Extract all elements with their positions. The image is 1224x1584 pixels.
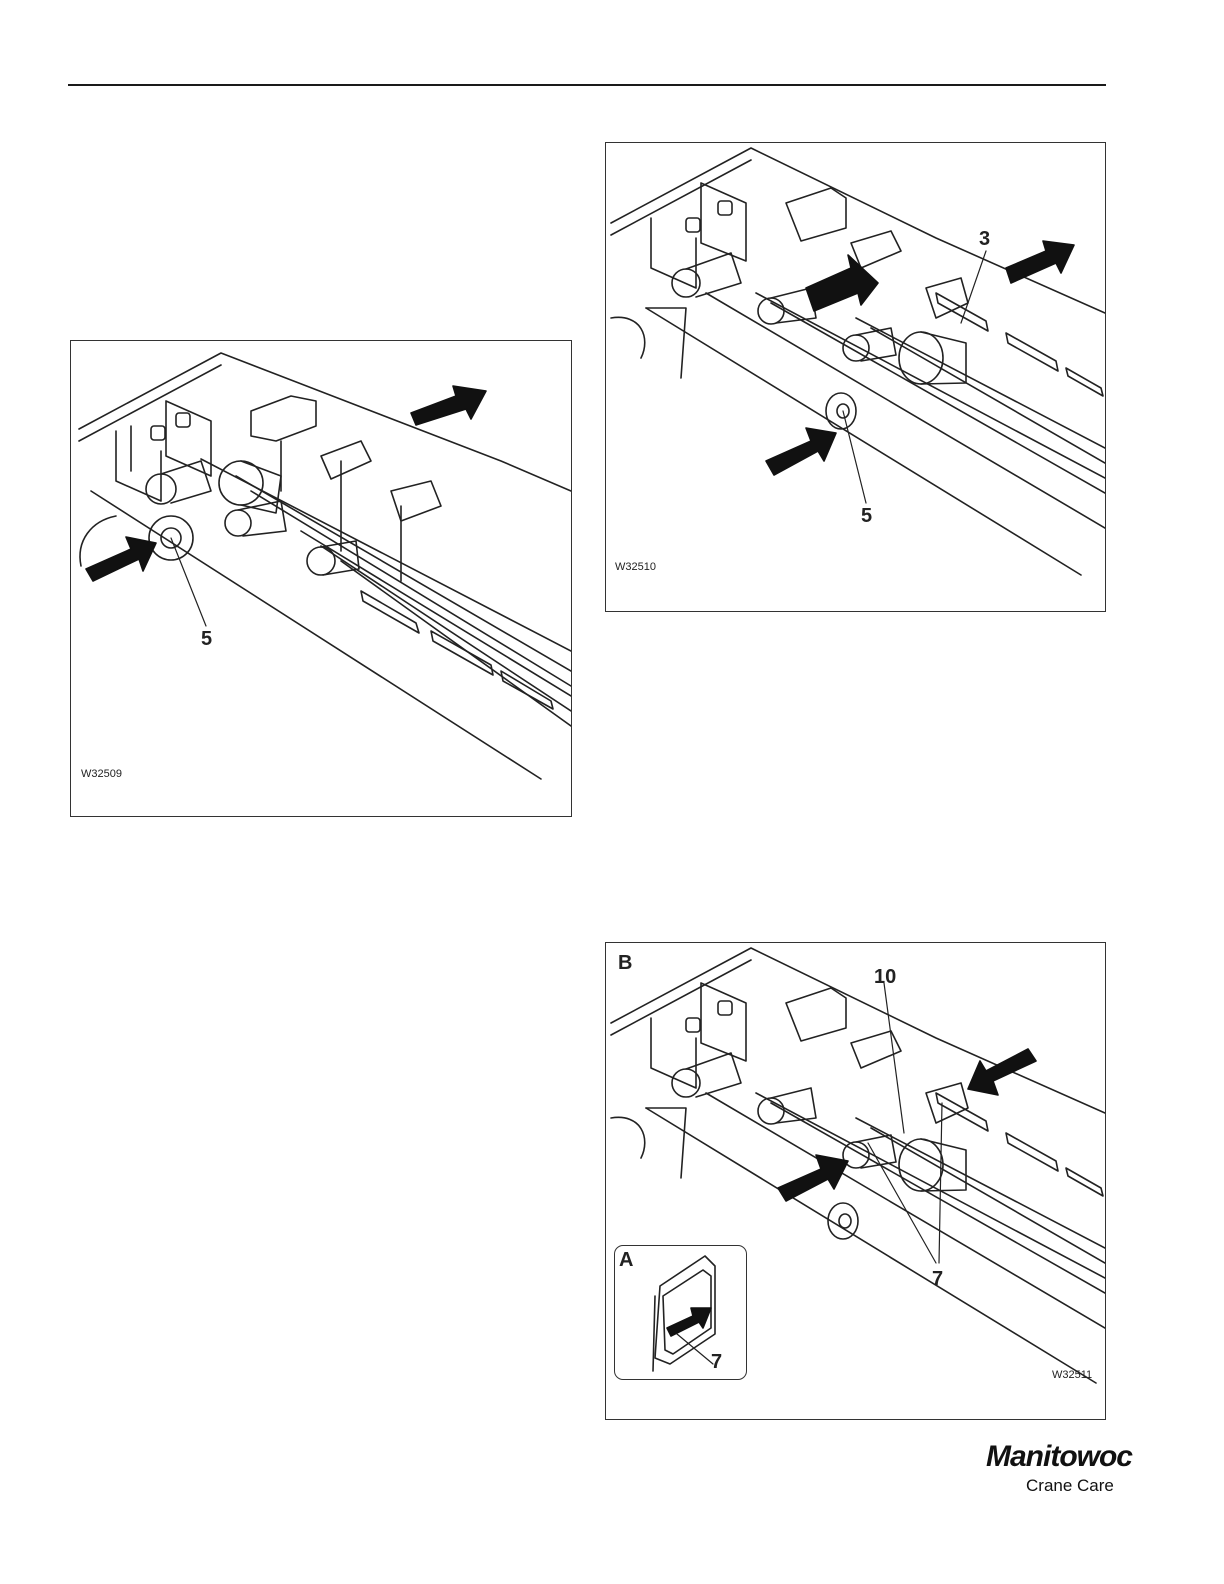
brand-logo: Manitowoc Crane Care (984, 1440, 1114, 1520)
figure-code: W32511 (1052, 1369, 1092, 1381)
boom-illustration (606, 143, 1105, 611)
figure-code: W32510 (615, 561, 656, 573)
callout-5: 5 (201, 629, 212, 649)
header-rule (68, 84, 1106, 86)
brand-subtitle: Crane Care (1026, 1476, 1114, 1496)
figure-w32509: 5 W32509 (70, 340, 572, 817)
figure-code: W32509 (81, 768, 122, 780)
callout-7: 7 (711, 1352, 722, 1372)
pin-detail-illustration (615, 1246, 746, 1379)
detail-inset-a: A 7 (614, 1245, 747, 1380)
figure-w32510: 3 5 W32510 (605, 142, 1106, 612)
boom-illustration (71, 341, 571, 816)
brand-wordmark: Manitowoc (986, 1440, 1132, 1474)
inset-label-a: A (619, 1250, 633, 1270)
callout-10: 10 (874, 967, 896, 987)
callout-3: 3 (979, 229, 990, 249)
callout-7: 7 (932, 1269, 943, 1289)
panel-label-b: B (618, 953, 632, 973)
figure-w32511: B 10 7 W32511 A 7 (605, 942, 1106, 1420)
callout-5: 5 (861, 506, 872, 526)
